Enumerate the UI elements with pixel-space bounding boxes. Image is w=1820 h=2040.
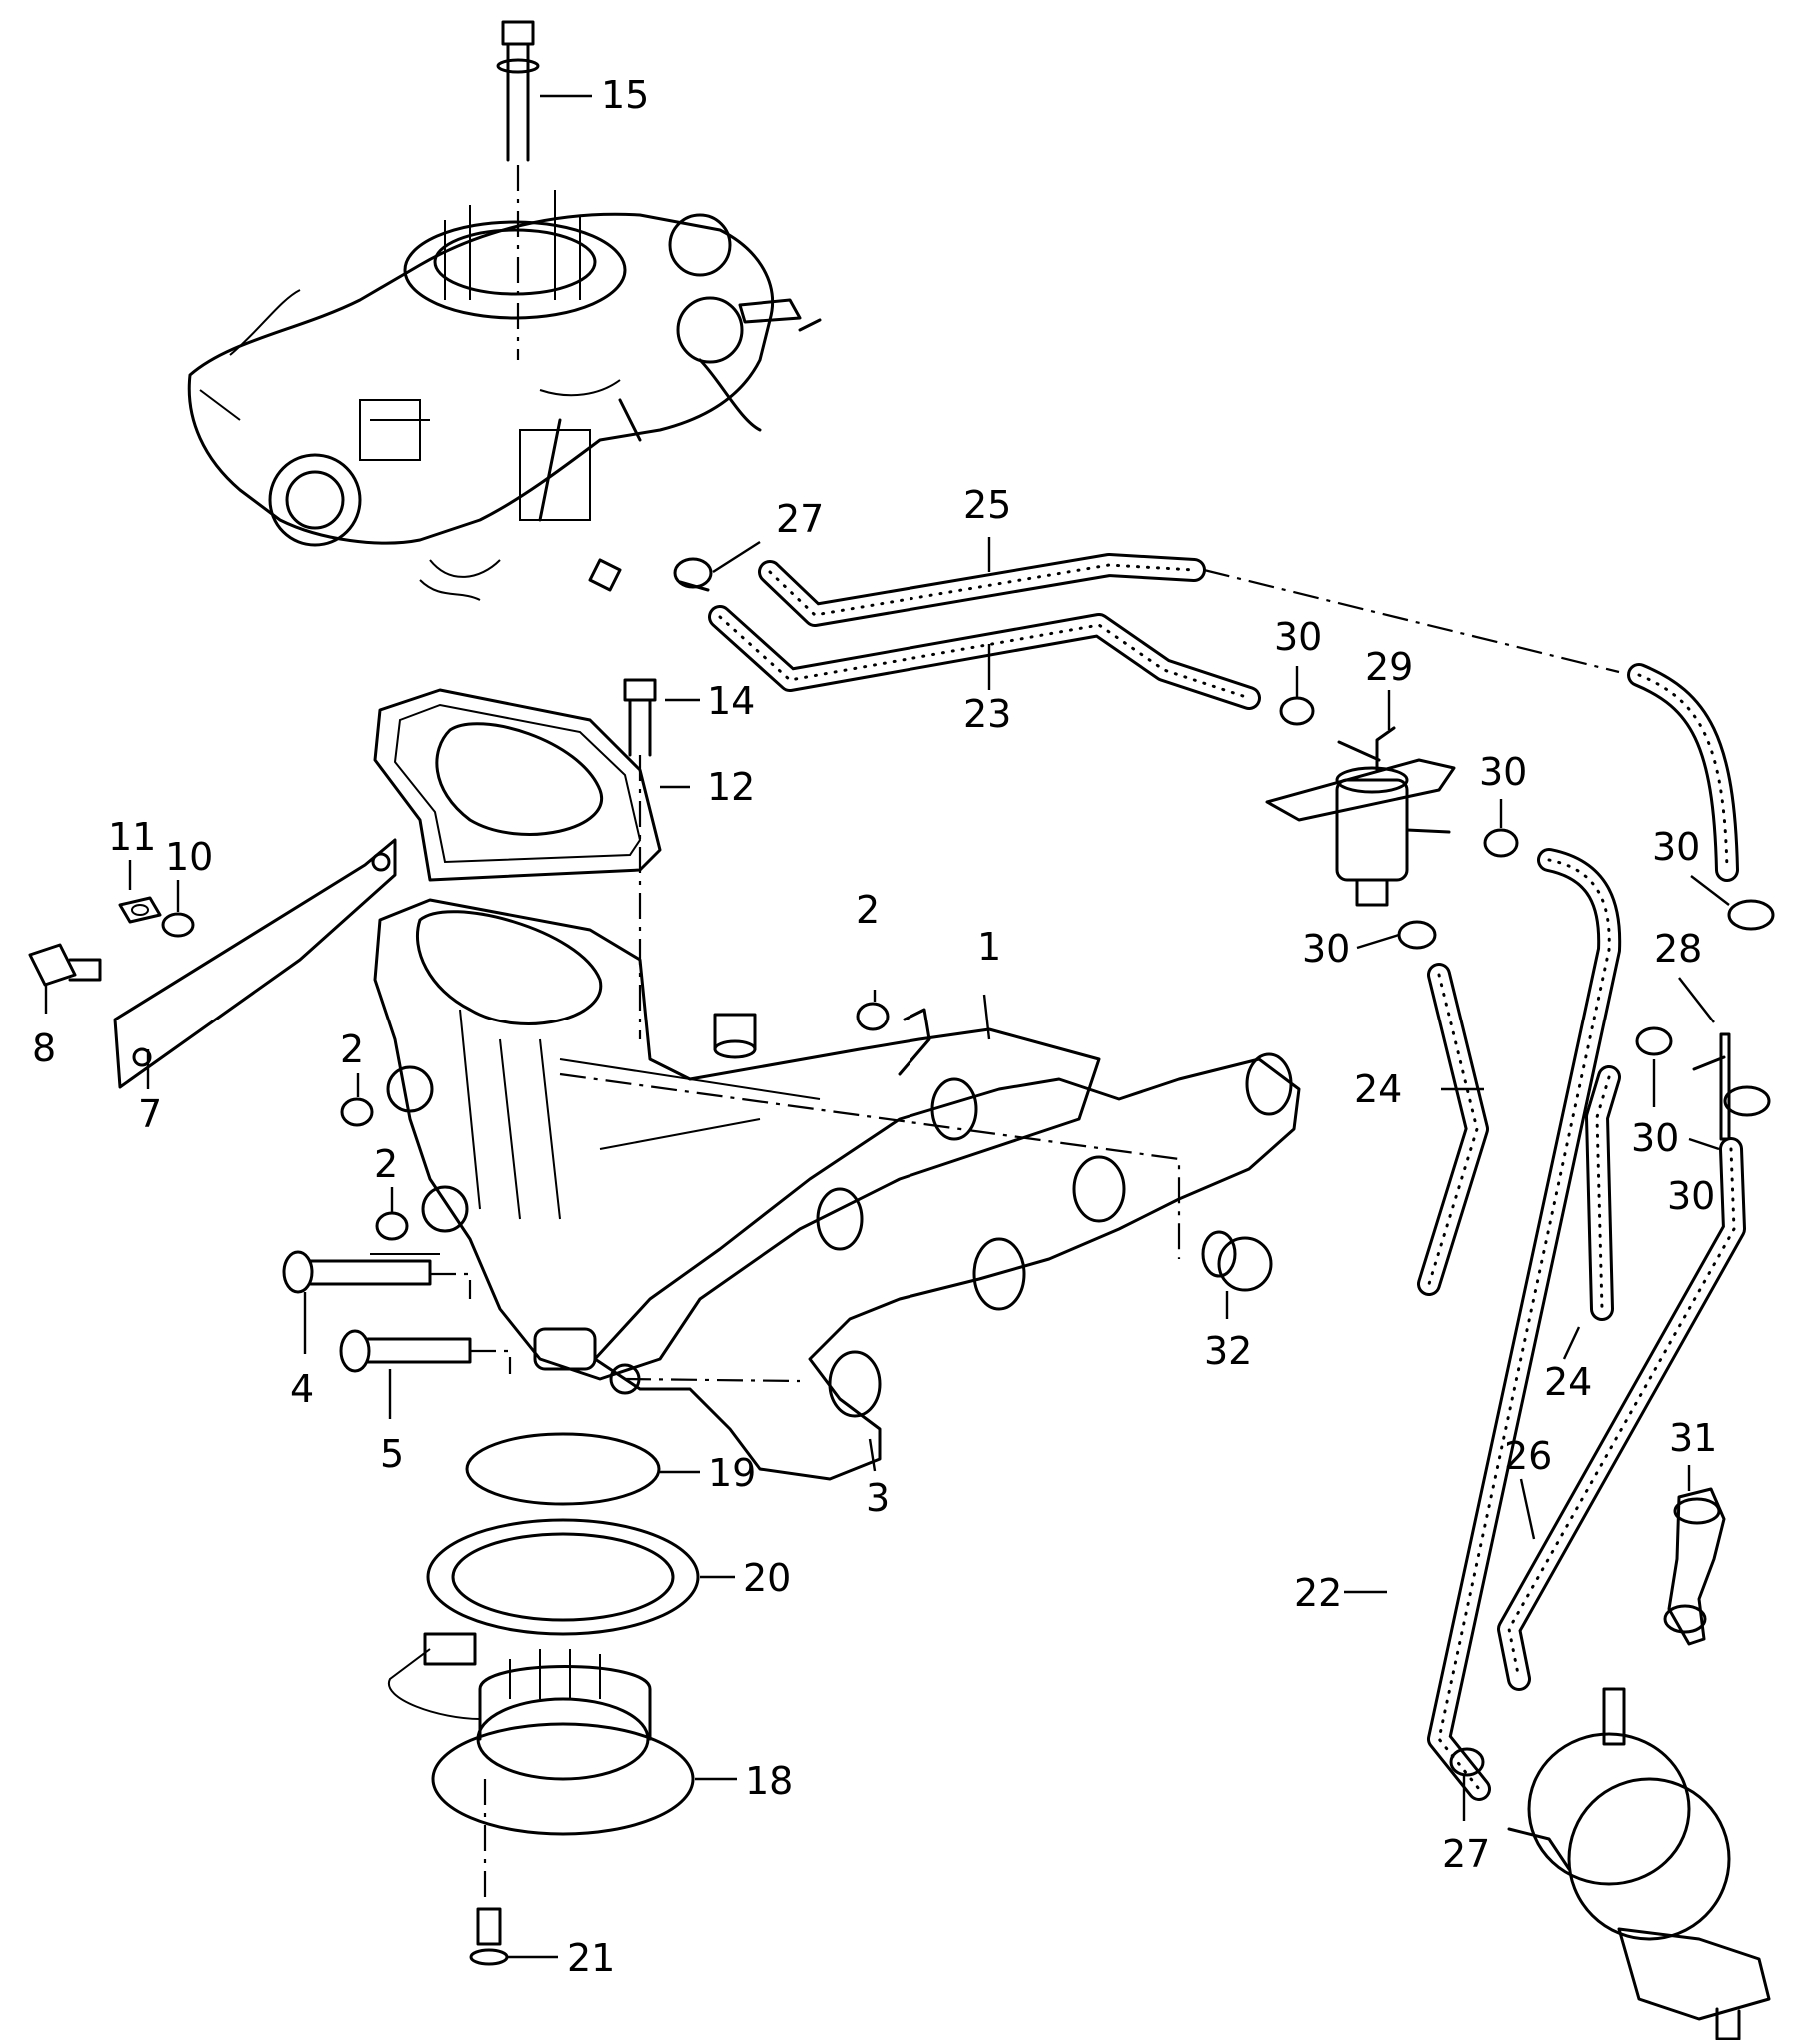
- bolt-4: [282, 1250, 432, 1294]
- hose-22: [1427, 848, 1622, 1801]
- callout-30-c: 30: [1302, 927, 1350, 971]
- pressure-regulator-29: [1265, 726, 1456, 907]
- callout-25: 25: [963, 483, 1011, 527]
- leader-lines: [44, 94, 1730, 1959]
- heater-element-18: [387, 1632, 695, 1836]
- clamp-30-c: [1397, 920, 1437, 950]
- hose-23: [708, 605, 1261, 710]
- callout-11: 11: [108, 815, 156, 859]
- clamp-30-f: [1723, 1085, 1771, 1117]
- callout-31: 31: [1669, 1416, 1717, 1460]
- clamp-30-a: [1279, 696, 1315, 726]
- washer-10: [161, 912, 195, 938]
- callout-5: 5: [380, 1432, 404, 1476]
- fuel-pump: [1507, 1687, 1771, 2040]
- callout-20: 20: [743, 1556, 791, 1600]
- callout-30-a: 30: [1274, 615, 1322, 659]
- callout-19: 19: [708, 1451, 756, 1495]
- clamp-30-e: [1635, 1026, 1673, 1056]
- callout-22: 22: [1294, 1571, 1342, 1615]
- callout-1: 1: [977, 925, 1001, 969]
- callout-24-a: 24: [1354, 1067, 1402, 1111]
- callout-12: 12: [707, 765, 755, 809]
- callout-27-lower: 27: [1442, 1832, 1490, 1876]
- callout-2-c: 2: [374, 1142, 398, 1186]
- port-plug-2-a: [856, 1002, 890, 1031]
- hose-26: [1497, 1137, 1746, 1691]
- hose-upper-right: [1627, 663, 1739, 882]
- port-plug-2-b: [340, 1097, 374, 1127]
- callout-2-b: 2: [340, 1027, 364, 1071]
- t-piece-28: [1692, 1032, 1731, 1141]
- o-ring-19: [465, 1432, 661, 1506]
- callout-30-f: 30: [1667, 1174, 1715, 1218]
- callout-4: 4: [290, 1367, 314, 1411]
- hose-24-b: [1585, 1065, 1621, 1321]
- nut-11: [118, 896, 162, 924]
- clamp-30-d: [1727, 899, 1775, 931]
- callout-14: 14: [707, 679, 755, 723]
- bolt-21: [469, 1907, 509, 1966]
- callout-23: 23: [963, 692, 1011, 736]
- callout-26: 26: [1504, 1434, 1552, 1478]
- callout-10: 10: [165, 835, 213, 879]
- hose-25: [758, 553, 1206, 627]
- callout-7: 7: [138, 1092, 162, 1136]
- clamp-27-lower: [1449, 1747, 1485, 1777]
- callout-8: 8: [32, 1026, 56, 1070]
- callout-28: 28: [1654, 927, 1702, 971]
- callout-18: 18: [745, 1759, 793, 1803]
- bolt-15: [496, 20, 540, 162]
- callout-27-upper: 27: [776, 497, 824, 541]
- bolt-14: [623, 678, 657, 757]
- gasket-3: [593, 1052, 1301, 1481]
- ring-32: [1201, 1230, 1273, 1292]
- callout-24-b: 24: [1544, 1360, 1592, 1404]
- callout-15: 15: [601, 73, 649, 117]
- clamp-27-upper: [673, 557, 713, 592]
- sleeve: [533, 1327, 597, 1371]
- bracket-7: [113, 838, 397, 1089]
- callout-30-d: 30: [1652, 825, 1700, 869]
- gasket-12: [373, 688, 662, 882]
- intake-manifold-1: [370, 898, 1101, 1395]
- hose-24-a: [1417, 963, 1489, 1296]
- gasket-20: [426, 1518, 700, 1636]
- clamp-30-b: [1483, 828, 1519, 858]
- bolt-8: [28, 943, 102, 987]
- callout-21: 21: [567, 1936, 615, 1980]
- callout-29: 29: [1365, 645, 1413, 689]
- callout-2-a: 2: [856, 888, 880, 932]
- clip-31: [1663, 1487, 1726, 1646]
- callout-30-b: 30: [1479, 750, 1527, 794]
- carburettor: [187, 190, 822, 601]
- port-plug-2-c: [375, 1211, 409, 1241]
- bolt-5: [339, 1329, 472, 1373]
- callout-3: 3: [866, 1476, 890, 1520]
- callout-32: 32: [1204, 1329, 1252, 1373]
- callout-30-e: 30: [1631, 1116, 1679, 1160]
